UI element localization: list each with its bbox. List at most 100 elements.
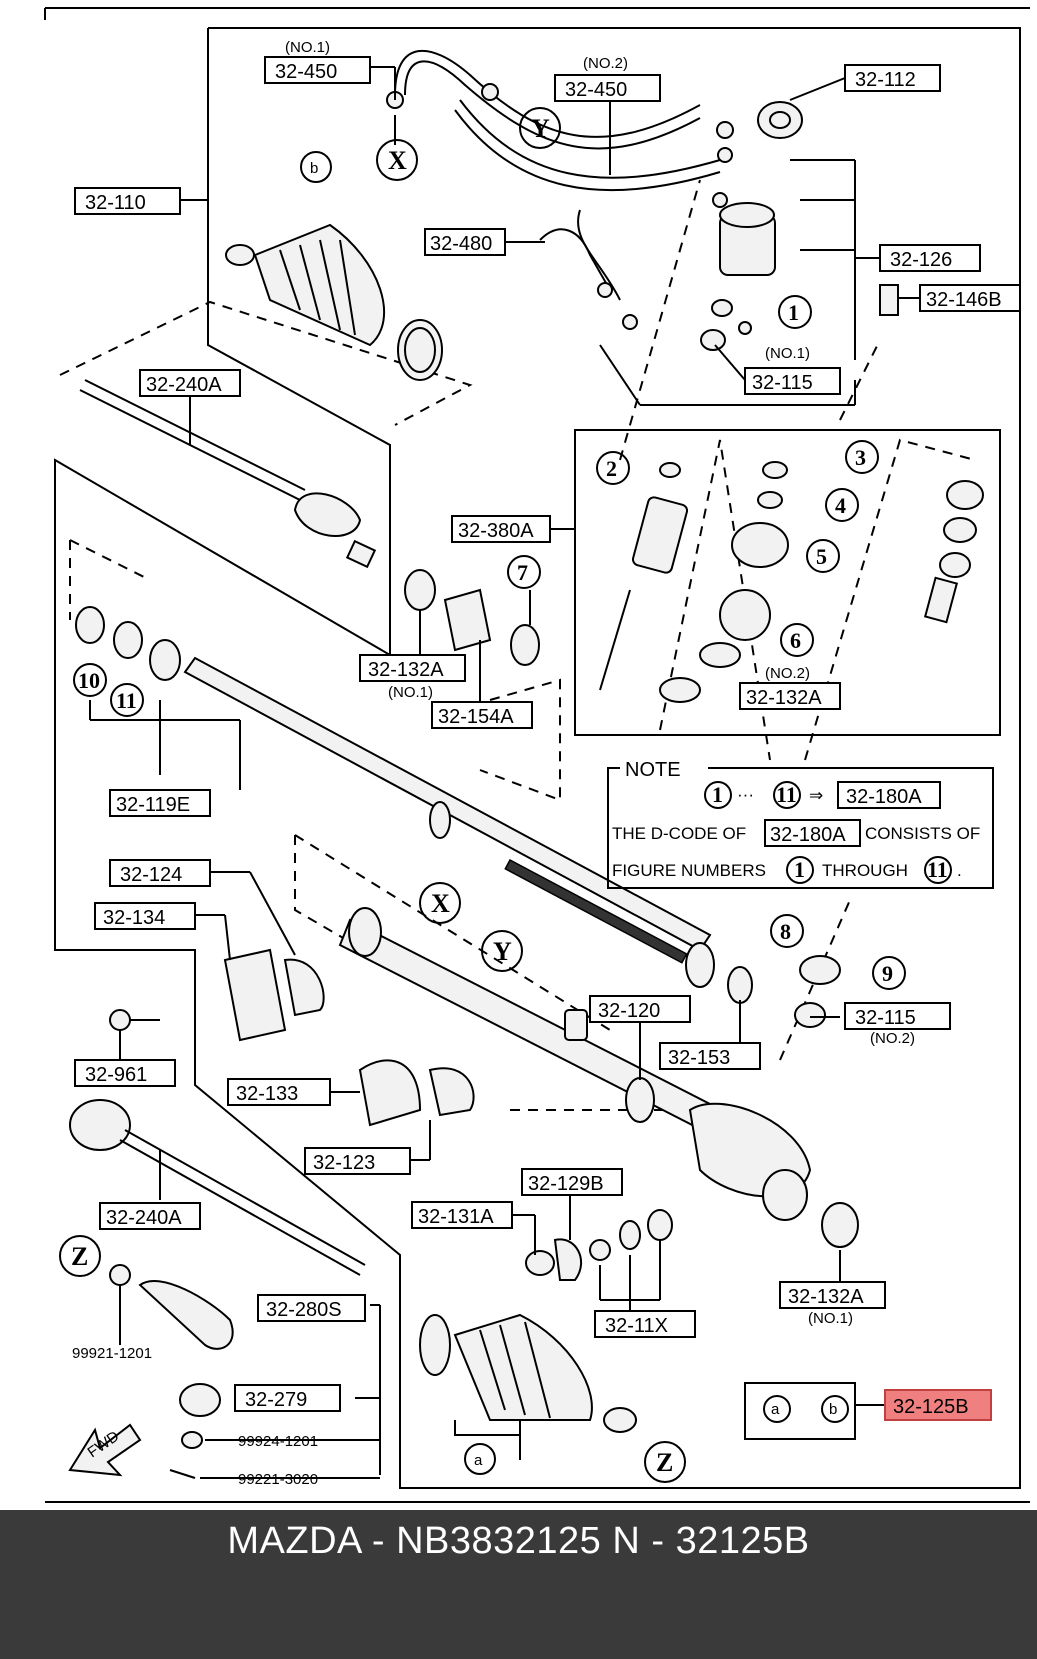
svg-text:32-123: 32-123 bbox=[313, 1152, 375, 1174]
svg-text:32-131A: 32-131A bbox=[418, 1206, 494, 1228]
label-32-279: 32-279 bbox=[234, 1384, 341, 1412]
svg-text:1: 1 bbox=[788, 300, 799, 325]
callout-a-boot: a bbox=[464, 1443, 496, 1475]
svg-text:Z: Z bbox=[71, 1242, 88, 1271]
svg-text:32-133: 32-133 bbox=[236, 1083, 298, 1105]
label-32-134: 32-134 bbox=[94, 902, 196, 930]
svg-text:5: 5 bbox=[816, 544, 827, 569]
label-32-120: 32-120 bbox=[589, 995, 691, 1023]
svg-text:(NO.2): (NO.2) bbox=[870, 1030, 915, 1047]
svg-text:X: X bbox=[388, 146, 407, 175]
note-box: NOTE 1 ··· 11 ⇒ 32-180A THE D-CODE OF 32… bbox=[607, 757, 994, 889]
label-99221-3020: 99221-3020 bbox=[238, 1471, 318, 1488]
svg-text:32-132A: 32-132A bbox=[746, 687, 822, 709]
svg-text:32-115: 32-115 bbox=[855, 1007, 916, 1029]
callout-z-left: Z bbox=[59, 1235, 101, 1277]
callout-x-mid: X bbox=[419, 882, 461, 924]
svg-text:Y: Y bbox=[493, 937, 512, 966]
svg-text:2: 2 bbox=[606, 456, 617, 481]
svg-text:32-119E: 32-119E bbox=[116, 794, 190, 816]
svg-text:11: 11 bbox=[927, 857, 948, 882]
svg-text:32-380A: 32-380A bbox=[458, 520, 534, 542]
svg-text:Z: Z bbox=[656, 1448, 673, 1477]
svg-text:···: ··· bbox=[737, 785, 754, 804]
svg-text:.: . bbox=[957, 861, 962, 880]
label-32-146b: 32-146B bbox=[919, 284, 1021, 312]
label-32-961: 32-961 bbox=[74, 1059, 176, 1087]
label-99924-1201: 99924-1201 bbox=[238, 1433, 318, 1450]
svg-text:32-480: 32-480 bbox=[430, 233, 492, 255]
svg-text:CONSISTS OF: CONSISTS OF bbox=[865, 824, 980, 843]
svg-text:32-125B: 32-125B bbox=[893, 1396, 969, 1418]
callout-4: 4 bbox=[825, 488, 859, 522]
label-32-112: 32-112 bbox=[844, 64, 941, 92]
svg-text:11: 11 bbox=[116, 688, 137, 713]
callout-x-top: X bbox=[376, 139, 418, 181]
svg-text:32-120: 32-120 bbox=[598, 1000, 660, 1022]
label-32-132a-no2: (NO.2) 32-132A bbox=[739, 665, 841, 710]
label-32-380a: 32-380A bbox=[451, 515, 551, 543]
svg-text:32-154A: 32-154A bbox=[438, 706, 514, 728]
callout-9: 9 bbox=[872, 956, 906, 990]
callout-6: 6 bbox=[780, 623, 814, 657]
svg-text:32-280S: 32-280S bbox=[266, 1299, 342, 1321]
label-32-129b: 32-129B bbox=[521, 1168, 623, 1196]
callout-5: 5 bbox=[806, 539, 840, 573]
label-32-240a-top: 32-240A bbox=[139, 369, 241, 397]
svg-text:1: 1 bbox=[712, 782, 723, 807]
callout-11: 11 bbox=[110, 683, 144, 717]
label-32-154a: 32-154A bbox=[431, 701, 533, 729]
svg-text:(NO.2): (NO.2) bbox=[583, 55, 628, 72]
svg-text:32-279: 32-279 bbox=[245, 1389, 307, 1411]
callout-y-mid: Y bbox=[481, 930, 523, 972]
label-32-280s: 32-280S bbox=[257, 1294, 366, 1322]
svg-text:1: 1 bbox=[794, 857, 805, 882]
label-32-110: 32-110 bbox=[74, 187, 181, 215]
svg-text:(NO.1): (NO.1) bbox=[388, 684, 433, 701]
callout-1: 1 bbox=[778, 295, 812, 329]
svg-text:(NO.1): (NO.1) bbox=[808, 1310, 853, 1327]
svg-text:32-126: 32-126 bbox=[890, 249, 952, 271]
svg-text:⇒: ⇒ bbox=[809, 786, 823, 805]
svg-text:32-180A: 32-180A bbox=[846, 786, 922, 808]
svg-text:6: 6 bbox=[790, 628, 801, 653]
callout-b-boot: b bbox=[300, 151, 332, 183]
label-32-480: 32-480 bbox=[424, 228, 506, 256]
svg-text:(NO.1): (NO.1) bbox=[285, 39, 330, 56]
svg-text:32-134: 32-134 bbox=[103, 907, 165, 929]
svg-text:32-153: 32-153 bbox=[668, 1047, 730, 1069]
label-32-131a: 32-131A bbox=[411, 1201, 513, 1229]
svg-text:X: X bbox=[431, 889, 450, 918]
label-32-115-no2: 32-115 (NO.2) bbox=[844, 1002, 951, 1047]
svg-text:32-124: 32-124 bbox=[120, 864, 182, 886]
label-32-153: 32-153 bbox=[659, 1042, 761, 1070]
label-32-450-no2: (NO.2) 32-450 bbox=[554, 55, 661, 102]
svg-text:a: a bbox=[474, 1452, 483, 1469]
callout-b-small: b bbox=[829, 1401, 837, 1418]
svg-text:32-11X: 32-11X bbox=[605, 1315, 668, 1337]
svg-text:10: 10 bbox=[78, 668, 100, 693]
label-32-132a-bottom: 32-132A (NO.1) bbox=[779, 1281, 886, 1327]
label-32-125b-highlighted: 32-125B bbox=[884, 1389, 992, 1421]
svg-text:3: 3 bbox=[855, 445, 866, 470]
label-32-450-no1: (NO.1) 32-450 bbox=[264, 39, 371, 84]
label-32-119e: 32-119E bbox=[109, 789, 211, 817]
svg-text:32-450: 32-450 bbox=[565, 79, 627, 101]
svg-text:32-180A: 32-180A bbox=[770, 824, 846, 846]
label-99921-1201: 99921-1201 bbox=[72, 1345, 152, 1362]
callout-a-small: a bbox=[771, 1401, 780, 1418]
svg-text:32-146B: 32-146B bbox=[926, 289, 1002, 311]
svg-text:(NO.1): (NO.1) bbox=[765, 345, 810, 362]
svg-text:32-132A: 32-132A bbox=[788, 1286, 864, 1308]
svg-text:32-112: 32-112 bbox=[855, 69, 916, 91]
svg-text:FIGURE NUMBERS: FIGURE NUMBERS bbox=[612, 861, 766, 880]
label-32-124: 32-124 bbox=[109, 859, 211, 887]
callout-2: 2 bbox=[596, 451, 630, 485]
label-32-123: 32-123 bbox=[304, 1147, 411, 1175]
svg-text:7: 7 bbox=[517, 560, 528, 585]
footer-bar: MAZDA - NB3832125 N - 32125B bbox=[0, 1510, 1037, 1659]
callout-3: 3 bbox=[845, 440, 879, 474]
steering-gear-exploded-diagram: FWD (NO.1 bbox=[44, 7, 1030, 1503]
svg-text:b: b bbox=[310, 160, 318, 177]
svg-text:THE D-CODE OF: THE D-CODE OF bbox=[612, 824, 746, 843]
